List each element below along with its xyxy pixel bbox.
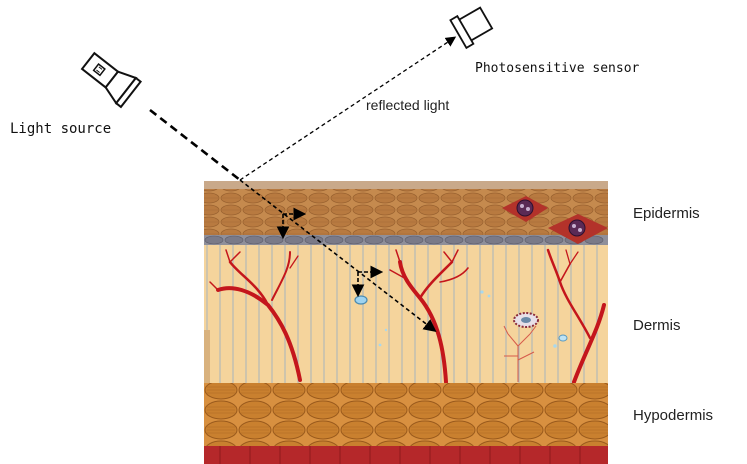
reflected-light-label: reflected light — [366, 97, 449, 113]
capillary — [503, 325, 537, 382]
hypodermis-base-lines — [219, 446, 581, 464]
skin-surface — [204, 181, 608, 189]
photosensor-icon — [449, 6, 494, 50]
epidermis-layer — [204, 189, 608, 235]
hypodermis-base — [204, 446, 608, 464]
basal-cells — [204, 235, 604, 245]
reflected-ray — [239, 36, 457, 181]
light-source-label: Light source — [10, 121, 111, 137]
hypodermis-label: Hypodermis — [633, 407, 713, 424]
dermis-particles — [378, 290, 557, 348]
penetrating-ray — [239, 179, 437, 332]
dermis-label: Dermis — [633, 317, 681, 334]
dermis-cell — [558, 334, 568, 342]
blood-vessels — [209, 248, 606, 384]
dermis-layer — [204, 245, 608, 383]
dermis-left-shade — [204, 330, 210, 383]
hypodermis-layer — [204, 383, 608, 453]
melanocyte — [548, 214, 608, 244]
flashlight-icon — [80, 51, 143, 109]
dermis-cell — [513, 312, 539, 328]
epidermis-label: Epidermis — [633, 205, 700, 222]
incident-ray — [149, 108, 241, 182]
melanocyte — [502, 196, 548, 222]
skin-cross-section — [204, 181, 608, 464]
sensor-label: Photosensitive sensor — [475, 61, 640, 76]
dermis-cell — [354, 295, 368, 305]
light-rays — [149, 36, 457, 332]
